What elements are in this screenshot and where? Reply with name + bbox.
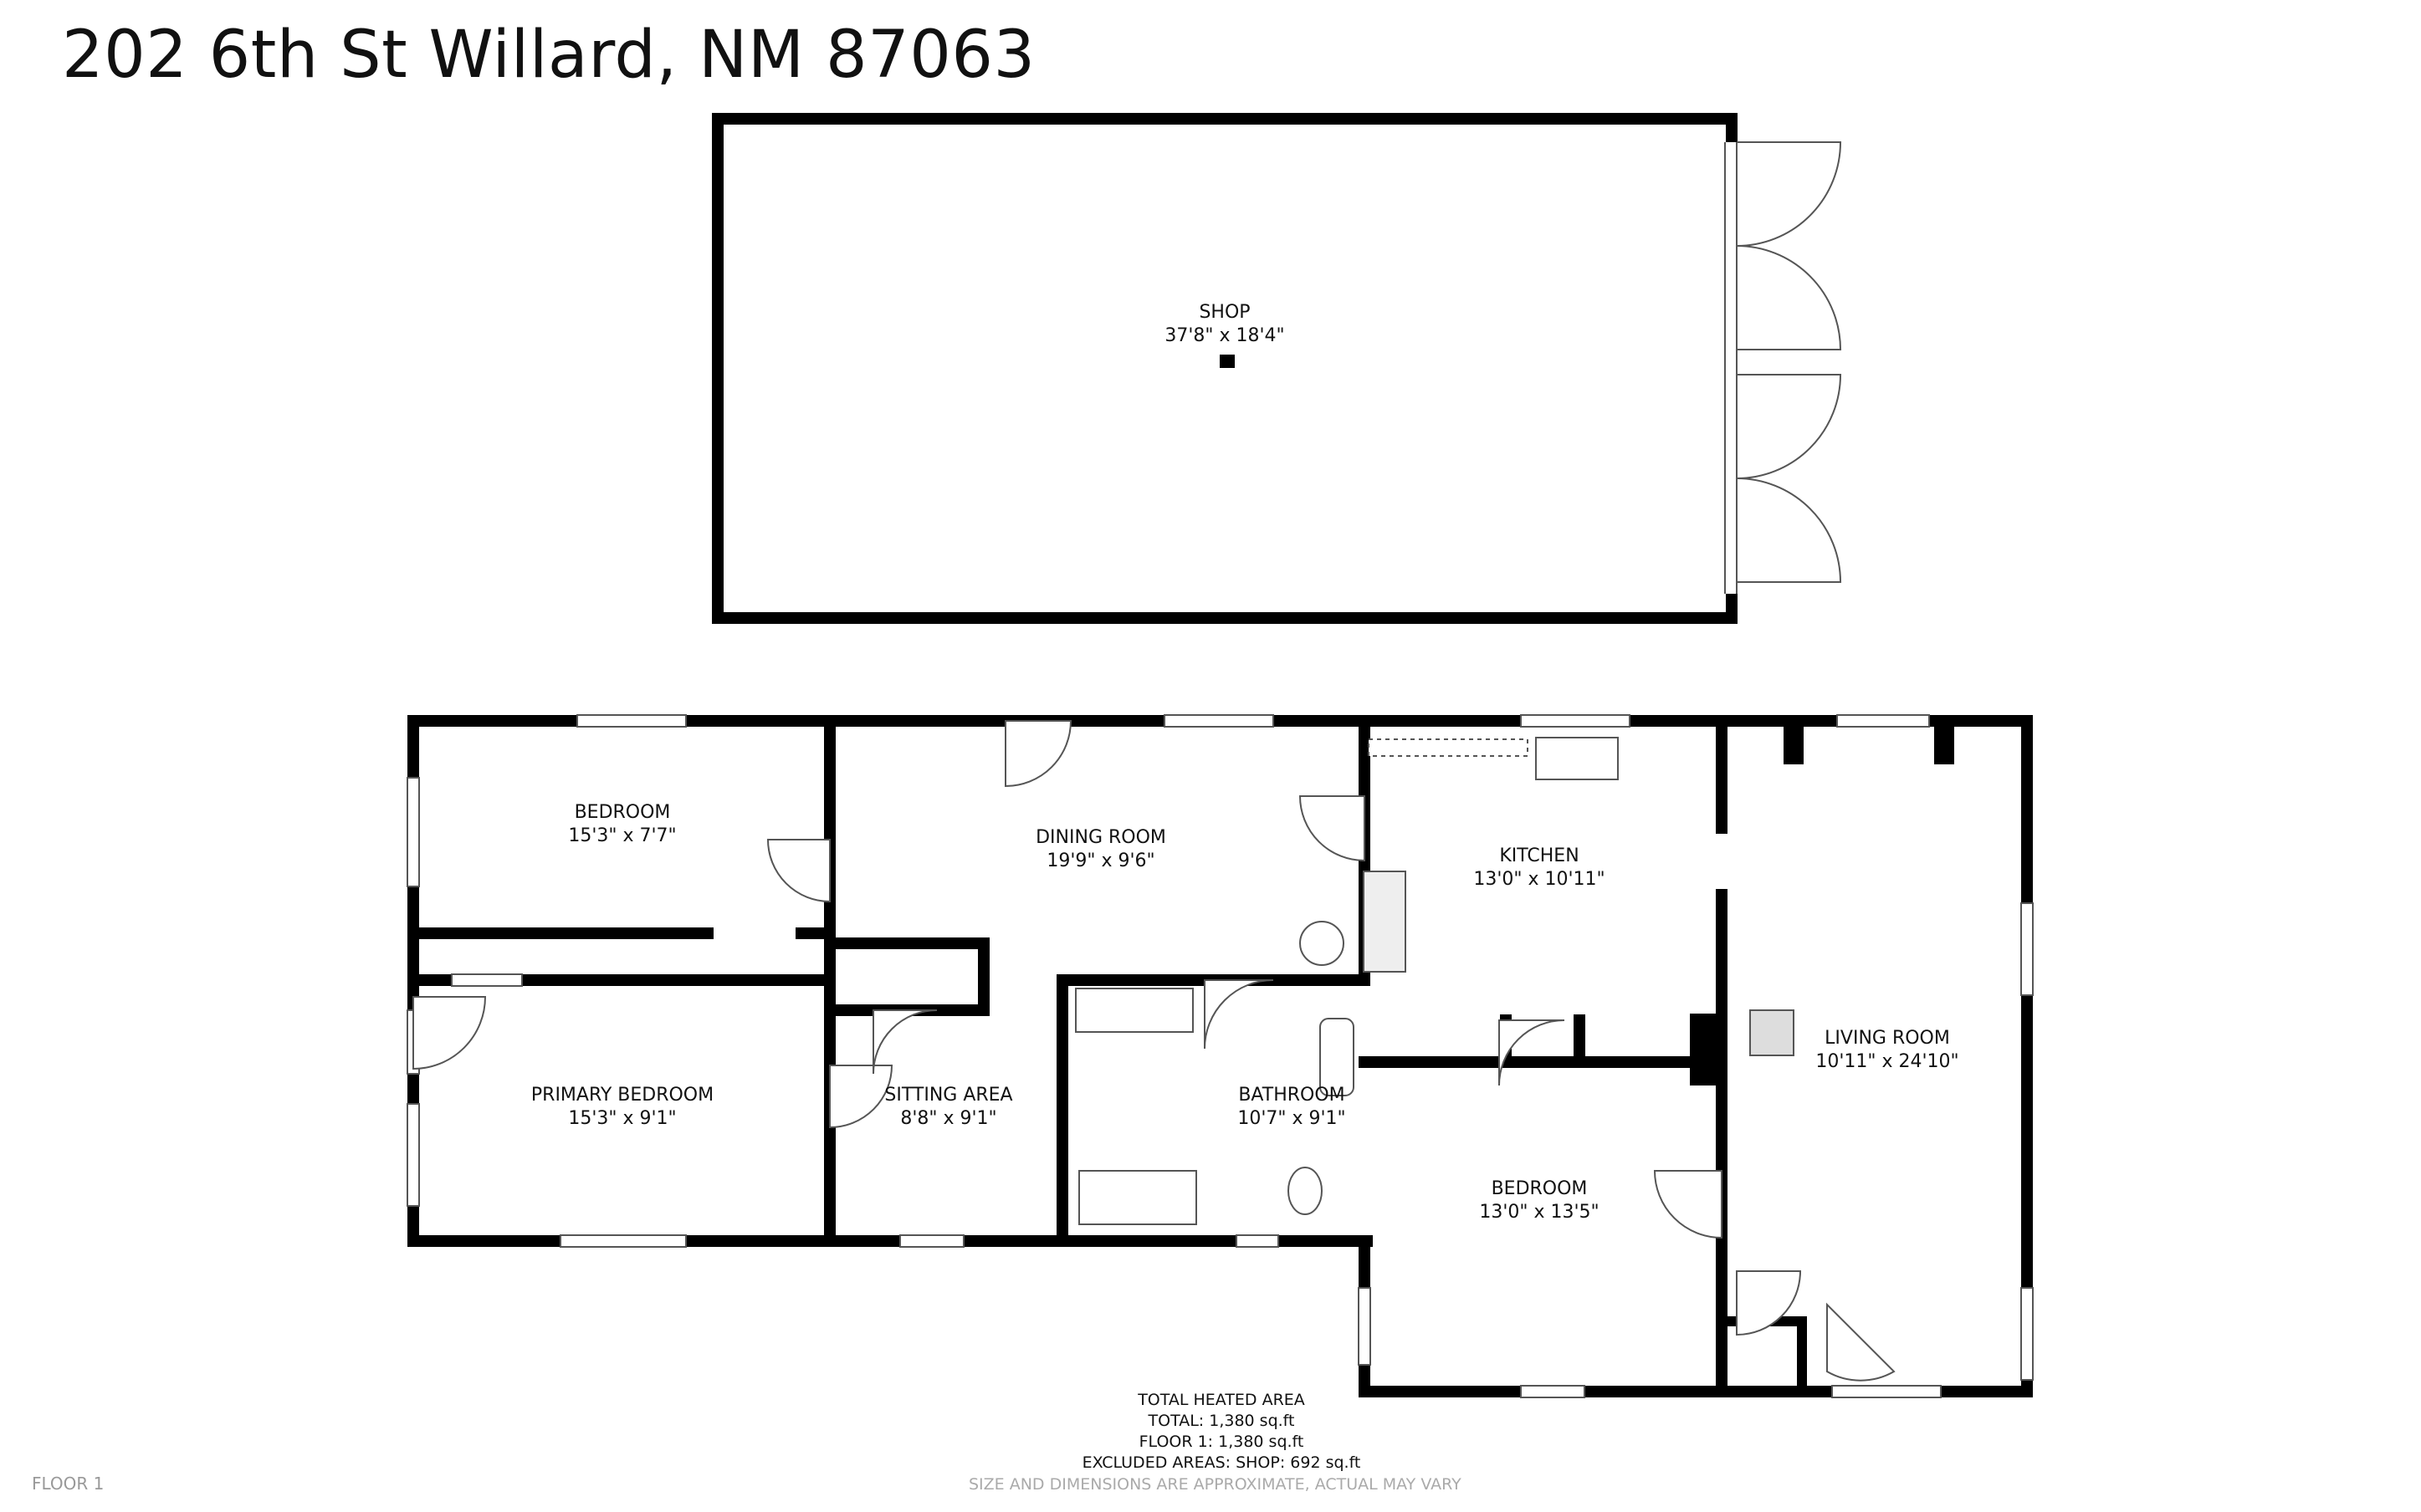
summary-heading: TOTAL HEATED AREA xyxy=(1138,1391,1305,1409)
bedroom-bottom-name: BEDROOM xyxy=(1492,1178,1588,1199)
shop-dims: 37'8" x 18'4" xyxy=(1164,325,1284,346)
dining-name: DINING ROOM xyxy=(1036,827,1166,848)
kitchen-dims: 13'0" x 10'11" xyxy=(1473,869,1605,890)
shop-name: SHOP xyxy=(1199,302,1250,323)
windows xyxy=(407,714,2034,1398)
bedroom-top-name: BEDROOM xyxy=(575,802,671,823)
sitting-dims: 8'8" x 9'1" xyxy=(900,1108,996,1129)
sitting-name: SITTING AREA xyxy=(884,1085,1012,1106)
area-summary: TOTAL HEATED AREA TOTAL: 1,380 sq.ft FLO… xyxy=(1004,1390,1439,1474)
shop-doors xyxy=(1724,141,1842,594)
bedroom-bottom-dims: 13'0" x 13'5" xyxy=(1479,1202,1599,1223)
primary-bedroom-name: PRIMARY BEDROOM xyxy=(531,1085,714,1106)
summary-floor1: FLOOR 1: 1,380 sq.ft xyxy=(1139,1433,1304,1451)
floor-label: FLOOR 1 xyxy=(32,1474,105,1494)
fixtures xyxy=(1075,737,1794,1225)
doors xyxy=(412,720,1896,1382)
disclaimer: SIZE AND DIMENSIONS ARE APPROXIMATE, ACT… xyxy=(969,1475,1461,1494)
page-title: 202 6th St Willard, NM 87063 xyxy=(62,18,1036,93)
dining-dims: 19'9" x 9'6" xyxy=(1047,850,1154,871)
living-dims: 10'11" x 24'10" xyxy=(1815,1051,1958,1072)
shop-walls xyxy=(712,113,1738,624)
bathroom-dims: 10'7" x 9'1" xyxy=(1237,1108,1345,1129)
living-name: LIVING ROOM xyxy=(1825,1028,1950,1049)
summary-excluded: EXCLUDED AREAS: SHOP: 692 sq.ft xyxy=(1082,1453,1361,1472)
primary-bedroom-dims: 15'3" x 9'1" xyxy=(568,1108,676,1129)
shop-post xyxy=(1220,355,1235,368)
kitchen-name: KITCHEN xyxy=(1499,845,1579,866)
bathroom-name: BATHROOM xyxy=(1238,1085,1344,1106)
bedroom-top-dims: 15'3" x 7'7" xyxy=(568,825,676,846)
summary-total: TOTAL: 1,380 sq.ft xyxy=(1148,1412,1295,1430)
